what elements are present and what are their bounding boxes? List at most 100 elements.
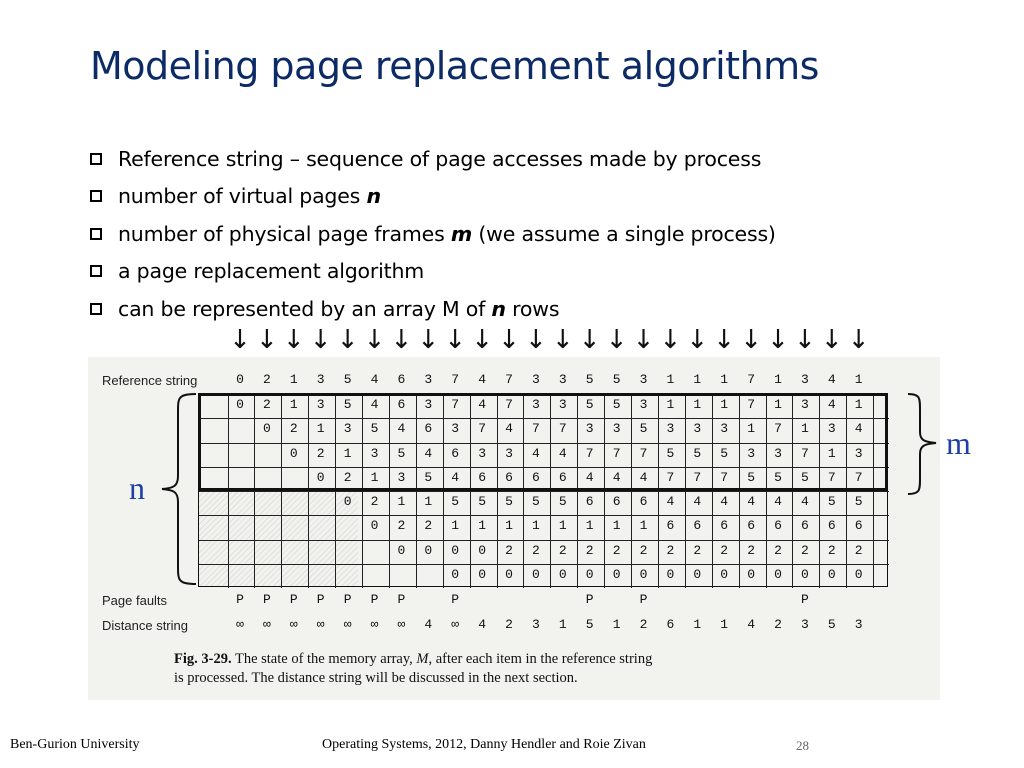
- reference-value: 1: [854, 372, 863, 387]
- memory-cell: 5: [747, 469, 755, 485]
- memory-cell: 6: [693, 518, 702, 534]
- memory-cell: 1: [451, 518, 460, 534]
- reference-value: 1: [693, 372, 702, 387]
- memory-cell: 7: [827, 469, 836, 485]
- memory-cell: 4: [478, 397, 486, 413]
- memory-cell: 3: [693, 421, 702, 437]
- reference-arrow-icon: ↓: [417, 325, 440, 355]
- bullet-item: Reference string – sequence of page acce…: [90, 140, 776, 178]
- memory-cell: 6: [747, 518, 755, 534]
- checkbox-bullet-icon: [90, 265, 102, 278]
- memory-cell: 1: [747, 421, 755, 437]
- memory-cell: 1: [558, 518, 567, 534]
- memory-cell: 6: [585, 494, 594, 510]
- reference-string-label: Reference string: [102, 373, 198, 388]
- reference-arrow-icon: ↓: [524, 325, 547, 355]
- distance-value: ∞: [397, 617, 406, 632]
- memory-cell: 0: [451, 542, 460, 558]
- reference-value: 1: [720, 372, 729, 387]
- memory-cell: 3: [854, 445, 863, 461]
- memory-cell: 5: [693, 445, 702, 461]
- page-fault-marker: P: [262, 592, 271, 607]
- memory-cell: 7: [612, 445, 621, 461]
- distance-value: 2: [774, 617, 782, 632]
- checkbox-bullet-icon: [90, 227, 102, 240]
- memory-cell: 7: [720, 469, 729, 485]
- memory-cell: 7: [693, 469, 702, 485]
- memory-cell: 5: [424, 469, 433, 485]
- distance-value: ∞: [451, 617, 460, 632]
- memory-cell: 2: [693, 542, 702, 558]
- page-fault-marker: P: [316, 592, 325, 607]
- reference-arrow-icon: ↓: [363, 325, 386, 355]
- distance-value: ∞: [236, 617, 244, 632]
- memory-cell: 3: [505, 445, 513, 461]
- memory-cell: 5: [343, 397, 352, 413]
- memory-cell: 1: [639, 518, 648, 534]
- memory-cell: 5: [478, 494, 486, 510]
- memory-cell: 0: [827, 566, 836, 582]
- memory-cell: 5: [397, 445, 406, 461]
- memory-cell: 3: [451, 421, 460, 437]
- memory-cell: 3: [774, 445, 782, 461]
- memory-cell: 2: [558, 542, 567, 558]
- slide-title: Modeling page replacement algorithms: [90, 44, 819, 88]
- m-label: m: [946, 425, 971, 461]
- memory-cell: 4: [558, 445, 567, 461]
- distance-value: ∞: [343, 617, 352, 632]
- memory-cell: 3: [612, 421, 621, 437]
- reference-value: 7: [505, 372, 513, 387]
- memory-cell: 1: [505, 518, 513, 534]
- page-number: 28: [796, 738, 809, 753]
- memory-cell: 2: [720, 542, 729, 558]
- grid-row-line: [199, 563, 889, 565]
- m-rows-brace: [907, 393, 937, 495]
- grid-row-line: [199, 418, 889, 420]
- distance-value: 4: [478, 617, 486, 632]
- bullet-text: a page replacement algorithm: [118, 259, 425, 284]
- memory-cell: 6: [854, 518, 863, 534]
- reference-arrow-icon: ↓: [471, 325, 493, 355]
- memory-cell: 1: [424, 494, 433, 510]
- reference-value: 1: [774, 372, 782, 387]
- memory-cell: 0: [289, 445, 298, 461]
- memory-cell: 7: [800, 445, 809, 461]
- memory-cell: 0: [424, 542, 433, 558]
- memory-cell: 0: [531, 566, 540, 582]
- distance-value: ∞: [289, 617, 298, 632]
- memory-cell: 0: [397, 542, 406, 558]
- memory-cell: 0: [451, 566, 460, 582]
- memory-cell: 4: [693, 494, 702, 510]
- memory-cell: 6: [424, 421, 433, 437]
- page-fault-marker: P: [451, 592, 460, 607]
- memory-cell: 3: [639, 397, 648, 413]
- distance-value: 1: [720, 617, 729, 632]
- memory-cell: 2: [370, 494, 379, 510]
- memory-cell: 4: [505, 421, 513, 437]
- distance-value: 3: [531, 617, 540, 632]
- page-faults-label: Page faults: [102, 593, 168, 608]
- memory-cell: 0: [478, 566, 486, 582]
- reference-value: 4: [827, 372, 836, 387]
- memory-cell: 7: [747, 397, 755, 413]
- reference-arrow-icon: ↓: [740, 325, 762, 355]
- reference-value: 3: [531, 372, 540, 387]
- memory-cell: 0: [343, 494, 352, 510]
- footer-course: Operating Systems, 2012, Danny Hendler a…: [322, 737, 646, 752]
- memory-cell: 3: [424, 397, 433, 413]
- memory-array-grid: [198, 393, 889, 588]
- grid-row-line: [199, 466, 889, 468]
- memory-cell: 3: [747, 445, 755, 461]
- page-fault-marker: P: [639, 592, 648, 607]
- checkbox-bullet-icon: [90, 152, 102, 165]
- reference-value: 5: [612, 372, 621, 387]
- memory-cell: 5: [774, 469, 782, 485]
- memory-cell: 7: [774, 421, 782, 437]
- memory-cell: 0: [558, 566, 567, 582]
- reference-value: 4: [370, 372, 379, 387]
- reference-arrow-icon: ↓: [793, 325, 816, 355]
- memory-cell: 4: [585, 469, 594, 485]
- reference-arrow-icon: ↓: [498, 325, 520, 355]
- reference-arrow-icon: ↓: [686, 325, 709, 355]
- grid-row-line: [199, 539, 889, 541]
